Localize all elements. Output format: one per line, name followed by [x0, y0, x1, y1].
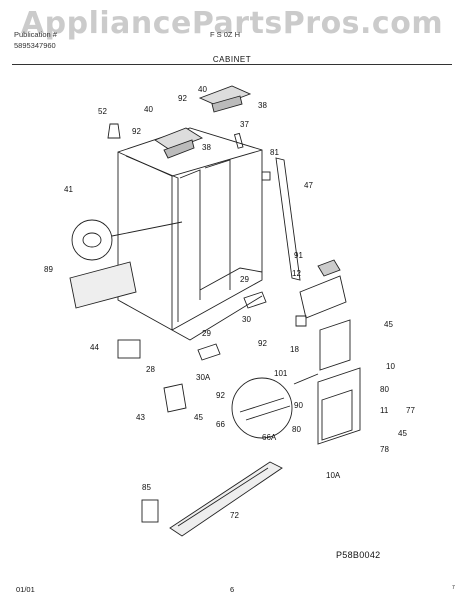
callout-label: 37 [240, 120, 249, 129]
callout-label: 38 [202, 143, 211, 152]
callout-label: 66 [216, 420, 225, 429]
callout-label: 30A [196, 373, 211, 382]
callout-label: 40 [198, 85, 207, 94]
callout-label: 91 [294, 251, 303, 260]
callout-label: 30 [242, 315, 251, 324]
callout-label: 10 [386, 362, 395, 371]
callout-label: 92 [216, 391, 225, 400]
callout-labels: 40 92 38 52 40 37 92 38 81 47 41 91 89 1… [44, 85, 415, 520]
callout-label: 80 [292, 425, 301, 434]
section-title: CABINET [212, 55, 252, 64]
hinge-parts [69, 85, 361, 537]
callout-label: 12 [292, 269, 301, 278]
callout-label: 92 [132, 127, 141, 136]
callout-label: 90 [294, 401, 303, 410]
callout-label: 89 [44, 265, 53, 274]
page-number: 6 [230, 585, 235, 594]
callout-label: 66A [262, 433, 277, 442]
callout-label: 44 [90, 343, 99, 352]
callout-label: 11 [380, 406, 389, 415]
callout-label: 45 [398, 429, 407, 438]
callout-label: 80 [380, 385, 389, 394]
publication-number: 5895347960 [14, 41, 56, 50]
callout-label: 81 [270, 148, 279, 157]
callout-label: 85 [142, 483, 151, 492]
callout-label: 45 [194, 413, 203, 422]
callout-label: 29 [202, 329, 211, 338]
callout-label: 92 [178, 94, 187, 103]
footer-date: 01/01 [16, 585, 35, 594]
callout-label: 41 [64, 185, 73, 194]
footer-mark: 7 [452, 585, 455, 591]
callout-label: 28 [146, 365, 155, 374]
callout-label: 29 [240, 275, 249, 284]
callout-label: 45 [384, 320, 393, 329]
callout-label: 10A [326, 471, 341, 480]
callout-label: 38 [258, 101, 267, 110]
callout-label: 40 [144, 105, 153, 114]
callout-label: 18 [290, 345, 299, 354]
diagram-code: P58B0042 [336, 550, 381, 560]
model-label: F S 0Z H [210, 30, 241, 39]
cabinet-body [117, 127, 263, 341]
watermark-logo: AppliancePartsPros.com [20, 6, 444, 41]
header-divider [12, 64, 452, 65]
callout-label: 43 [136, 413, 145, 422]
callout-label: 78 [380, 445, 389, 454]
publication-label: Publication # [14, 30, 57, 39]
callout-label: 92 [258, 339, 267, 348]
callout-label: 72 [230, 511, 239, 520]
callout-label: 47 [304, 181, 313, 190]
callout-label: 101 [274, 369, 288, 378]
callout-label: 52 [98, 107, 107, 116]
callout-label: 77 [406, 406, 415, 415]
